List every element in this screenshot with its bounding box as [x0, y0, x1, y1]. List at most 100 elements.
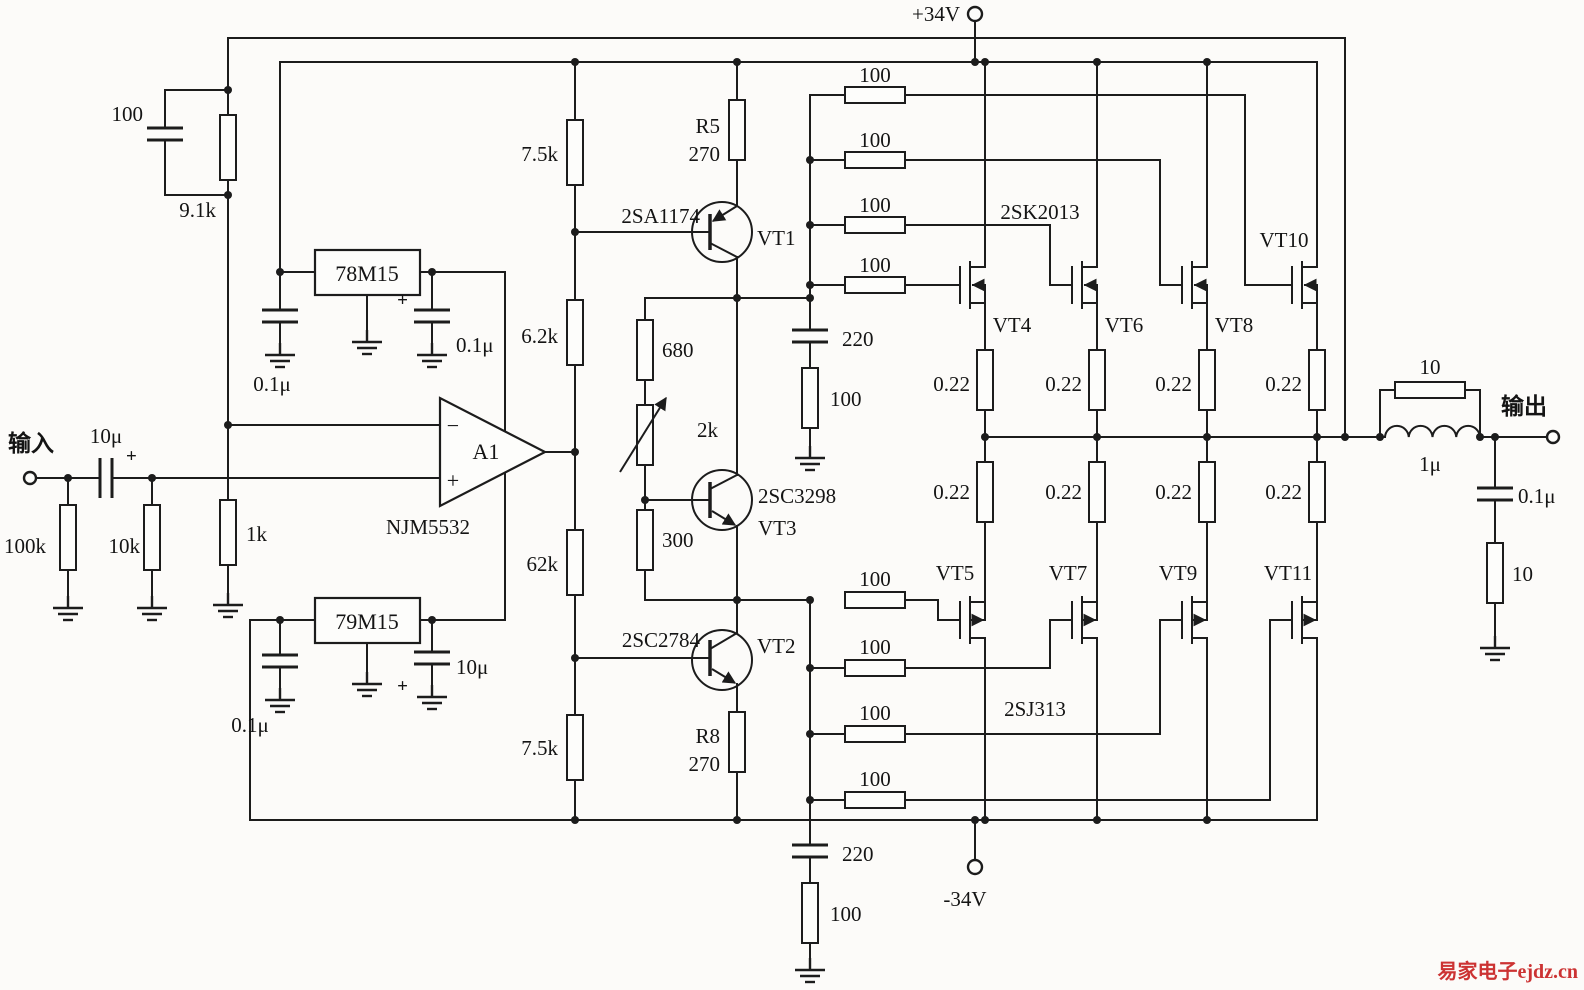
resistor-source — [1308, 349, 1326, 411]
source-res-label: 0.22 — [1045, 480, 1082, 504]
reg78-capR-label: 0.1μ — [456, 333, 494, 357]
resistor-gate — [844, 276, 906, 294]
resistor-zobel — [1486, 542, 1504, 604]
out-res-label: 10 — [1420, 355, 1441, 379]
input-cap-polarity: + — [126, 446, 137, 467]
capacitor-input — [98, 458, 114, 498]
resistor-source — [976, 461, 994, 523]
mosfet-vt10 — [1291, 61, 1318, 438]
mosfet-vt4 — [959, 61, 986, 438]
regulator-79m15-box — [313, 596, 422, 645]
resistor-chain-lower — [566, 529, 584, 596]
gate-res-label: 100 — [859, 63, 891, 87]
ground-icon — [135, 594, 169, 622]
vpos-label: +34V — [912, 2, 960, 26]
gate-res-label: 100 — [859, 253, 891, 277]
mosfet-output-stage — [959, 61, 1318, 821]
resistor-gate — [844, 151, 906, 169]
resistor-100k — [59, 504, 77, 571]
capacitor-rc-top — [792, 328, 828, 344]
ground-icon — [1478, 634, 1512, 662]
rc-res-bottom-label: 100 — [830, 902, 862, 926]
opamp-triangle — [438, 396, 548, 508]
vneg-label: -34V — [943, 887, 986, 911]
vt8-label: VT8 — [1215, 313, 1254, 337]
mosfet-vt7 — [1071, 436, 1098, 821]
reg79-capL-label: 0.1μ — [231, 713, 269, 737]
resistor-source — [1088, 349, 1106, 411]
bias2k-label: 2k — [697, 418, 719, 442]
resistor-1k — [219, 499, 237, 566]
rc-res-top-label: 100 — [830, 387, 862, 411]
resistor-feedback — [219, 114, 237, 181]
resistor-gate — [844, 591, 906, 609]
ground-icon — [263, 686, 297, 714]
labels: +34V -34V 输入 输出 10μ + 100k 10k 1k 100 9.… — [4, 2, 1578, 983]
source-res-label: 0.22 — [1045, 372, 1082, 396]
resistor-300 — [636, 509, 654, 571]
gate-res-label: 100 — [859, 128, 891, 152]
mosfet-vt11 — [1291, 436, 1318, 821]
rc-cap-top-label: 220 — [842, 327, 874, 351]
vt5-label: VT5 — [936, 561, 975, 585]
vt4-label: VT4 — [993, 313, 1032, 337]
ground-icon — [350, 328, 384, 356]
transistor-vt1 — [691, 201, 753, 263]
mosfet-vt6 — [1071, 61, 1098, 438]
r8-val-label: 270 — [689, 752, 721, 776]
resistor-gate — [844, 725, 906, 743]
resistor-gate — [844, 791, 906, 809]
input-label: 输入 — [8, 430, 54, 456]
vt1-part-label: 2SA1174 — [621, 204, 700, 228]
reg78-capL-label: 0.1μ — [253, 372, 291, 396]
r5-val-label: 270 — [689, 142, 721, 166]
opamp-designator: A1 — [473, 439, 500, 464]
ground-icon — [415, 683, 449, 711]
mosfet-vt5 — [959, 436, 986, 821]
watermark: 易家电子ejdz.cn — [1437, 959, 1578, 983]
capacitor-zobel — [1477, 486, 1513, 502]
resistor-680 — [636, 319, 654, 381]
resistor-r8 — [728, 711, 746, 773]
regulator-78m15-box — [313, 248, 422, 297]
output-label: 输出 — [1501, 393, 1547, 419]
transistor-vt2 — [691, 629, 753, 691]
reg78-capR-polarity: + — [397, 290, 408, 311]
ground-icon — [51, 594, 85, 622]
vt7-label: VT7 — [1049, 561, 1088, 585]
zobel-cap-label: 0.1μ — [1518, 484, 1556, 508]
mosfet-vt8 — [1181, 61, 1208, 438]
resistor-source — [976, 349, 994, 411]
ground-icon — [211, 591, 245, 619]
source-res-label: 0.22 — [1155, 372, 1192, 396]
vt3-part-label: 2SC3298 — [758, 484, 836, 508]
gate-res-label: 100 — [859, 767, 891, 791]
r5-ref-label: R5 — [695, 114, 720, 138]
components — [22, 5, 1561, 984]
nch-part-label: 2SK2013 — [1000, 200, 1079, 224]
mosfet-vt9 — [1181, 436, 1208, 821]
rc-cap-bottom-label: 220 — [842, 842, 874, 866]
resistor-chain-upper — [566, 299, 584, 366]
bias680-label: 680 — [662, 338, 694, 362]
resistor-source — [1198, 461, 1216, 523]
junction-dots — [64, 58, 1499, 824]
chain-upper-label: 6.2k — [521, 324, 558, 348]
source-res-label: 0.22 — [1265, 480, 1302, 504]
vt1-label: VT1 — [757, 226, 796, 250]
resistor-chain-top — [566, 119, 584, 186]
capacitor-78m15-right — [414, 308, 450, 324]
vt11-label: VT11 — [1264, 561, 1312, 585]
r100k-label: 100k — [4, 534, 47, 558]
input-terminal — [22, 470, 38, 486]
resistor-source — [1308, 461, 1326, 523]
input-cap-label: 10μ — [90, 424, 122, 448]
resistor-gate — [844, 659, 906, 677]
vt2-part-label: 2SC2784 — [622, 628, 701, 652]
source-res-label: 0.22 — [1265, 372, 1302, 396]
capacitor-78m15-left — [262, 308, 298, 324]
source-res-label: 0.22 — [1155, 480, 1192, 504]
resistor-gate — [844, 216, 906, 234]
